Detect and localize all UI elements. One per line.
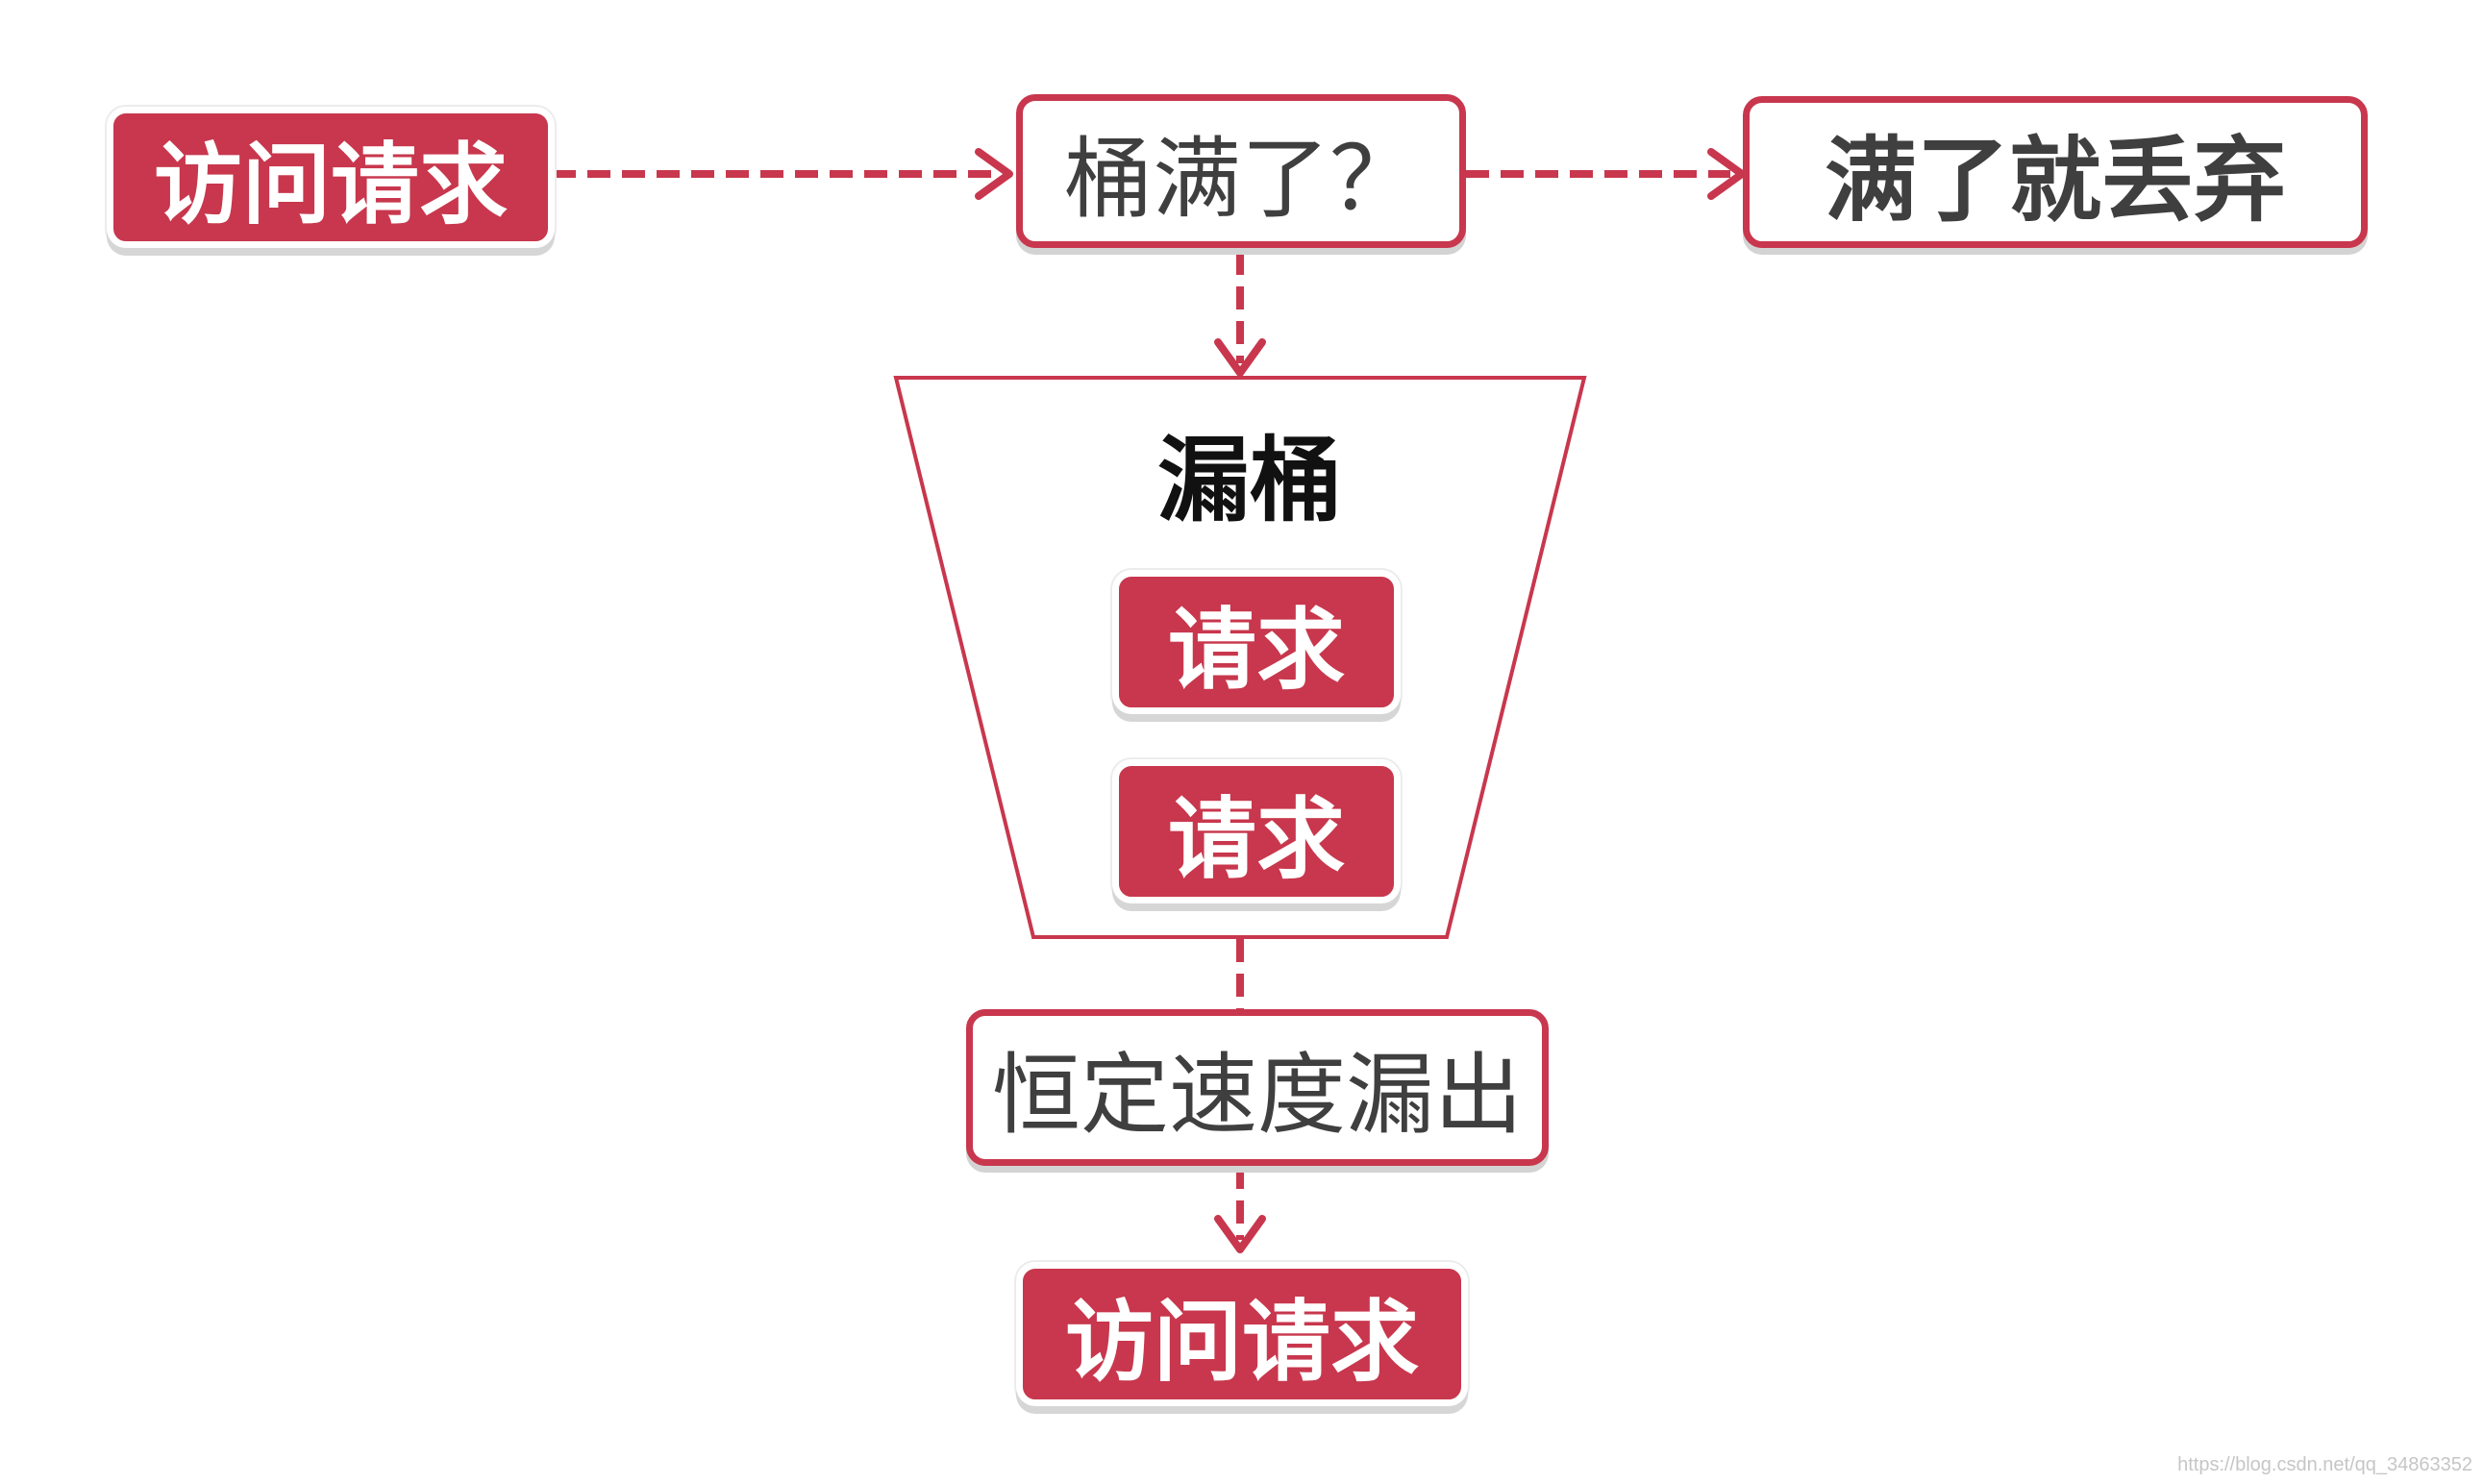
discard-label: 满了就丢弃 (1825, 126, 2286, 235)
bucket-full-check-node: 桶满了？ (1016, 94, 1466, 248)
connectors (553, 148, 1746, 1253)
queued-request-2-label: 请求 (1167, 787, 1345, 891)
arrowhead-check-to-bucket (1214, 338, 1266, 377)
constant-leak-label: 恒定速度漏出 (991, 1044, 1523, 1147)
request-in-label: 访问请求 (153, 134, 508, 236)
request-out-label: 访问请求 (1064, 1290, 1419, 1394)
request-in-node: 访问请求 (107, 107, 555, 248)
arrowhead-request-to-check (975, 148, 1013, 200)
queued-request-1-label: 请求 (1167, 598, 1345, 702)
bucket-full-check-label: 桶满了？ (1063, 127, 1418, 231)
arrowhead-check-to-discard (1707, 148, 1746, 200)
queued-request-1: 请求 (1112, 570, 1401, 714)
request-out-node: 访问请求 (1016, 1262, 1468, 1406)
arrowhead-leak-to-request (1214, 1215, 1266, 1253)
queued-request-2: 请求 (1112, 759, 1401, 903)
watermark: https://blog.csdn.net/qq_34863352 (2177, 1454, 2472, 1475)
constant-leak-node: 恒定速度漏出 (966, 1009, 1549, 1166)
bucket-title: 漏桶 (1157, 427, 1342, 534)
discard-node: 满了就丢弃 (1743, 96, 2368, 248)
